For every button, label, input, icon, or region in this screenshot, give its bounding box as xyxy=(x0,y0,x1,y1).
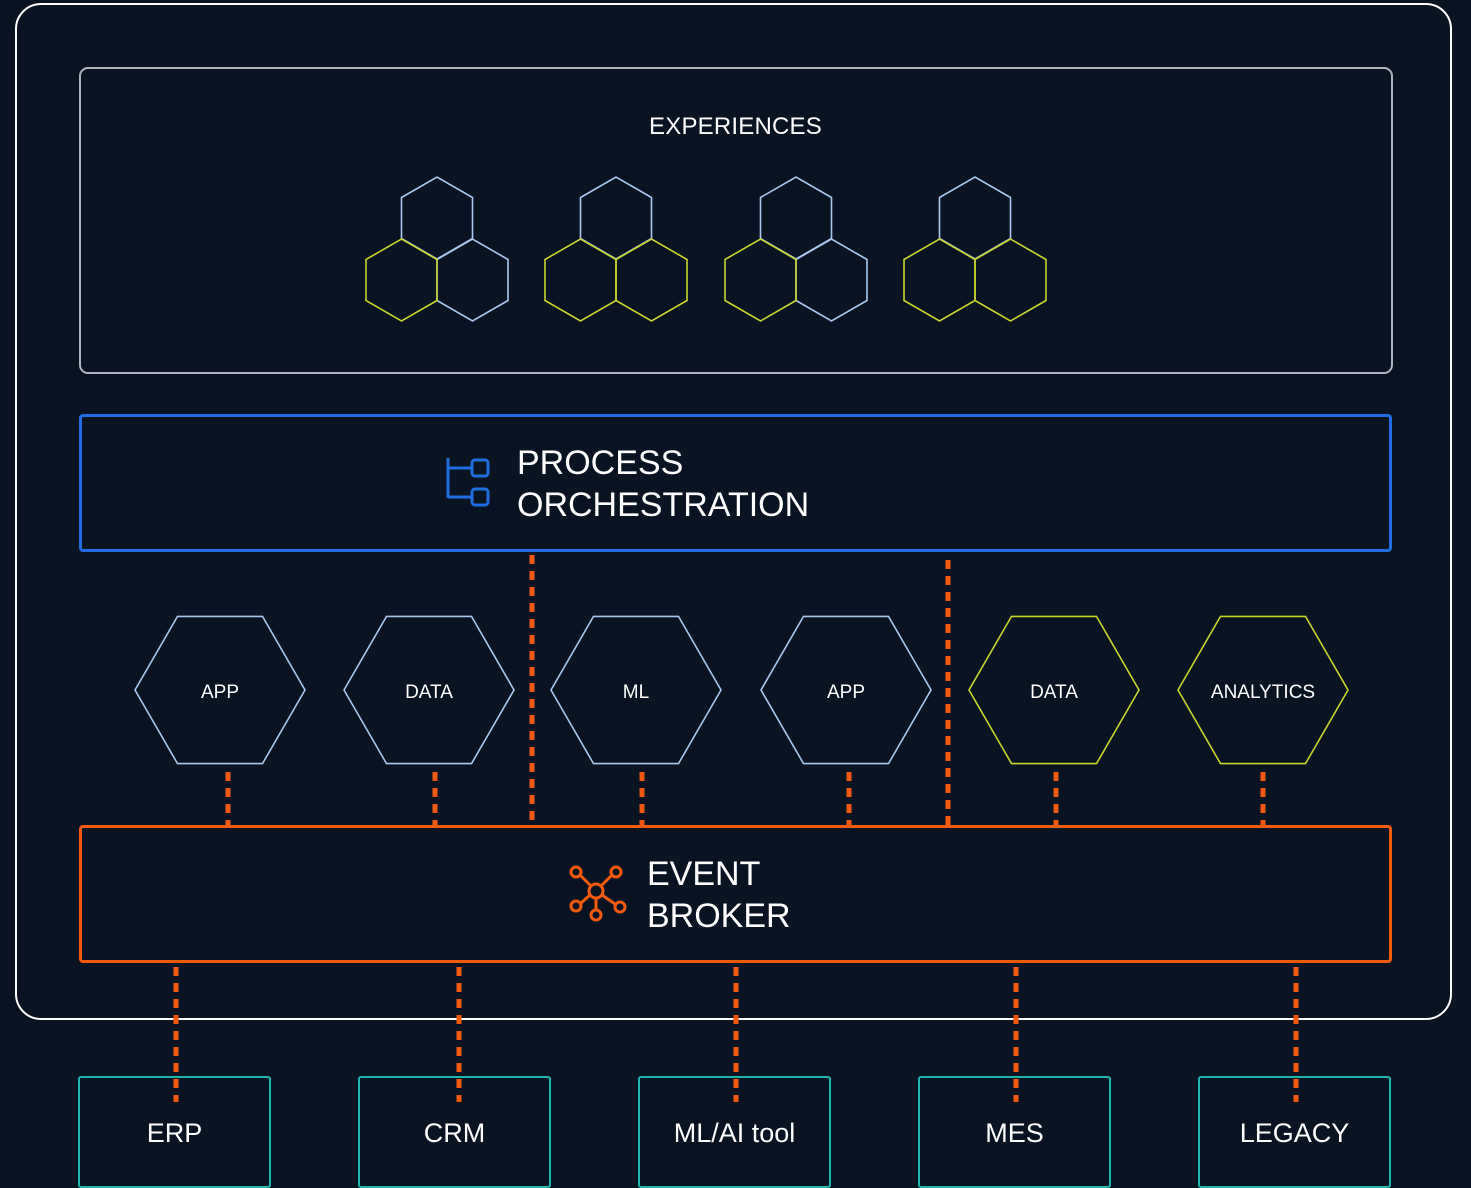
experience-hexagon xyxy=(436,238,509,322)
experience-hexagon xyxy=(938,176,1012,260)
system-box-mes: MES xyxy=(918,1076,1111,1188)
service-label: DATA xyxy=(1030,682,1078,703)
service-label: APP xyxy=(201,682,239,703)
service-hexagon-ml: ML xyxy=(550,615,722,765)
experience-cluster xyxy=(724,176,868,322)
service-hexagon-analytics: ANALYTICS xyxy=(1177,615,1349,765)
process-label-line2: ORCHESTRATION xyxy=(517,486,810,524)
process-orchestration-label: PROCESS ORCHESTRATION xyxy=(517,442,809,526)
system-label: MES xyxy=(985,1118,1044,1148)
event-broker-panel xyxy=(79,825,1392,963)
connectors xyxy=(173,555,1299,1102)
event-network-icon xyxy=(569,865,627,922)
process-label-line1: PROCESS xyxy=(517,444,684,482)
experience-hexagon xyxy=(544,238,617,322)
experience-hexagon xyxy=(579,176,653,260)
experiences-title: EXPERIENCES xyxy=(649,113,822,140)
broker-label-line2: BROKER xyxy=(647,897,791,935)
service-hexagons: APP DATA ML APP DATA ANALYTICS xyxy=(134,615,1349,765)
experience-hexagon xyxy=(400,176,474,260)
experience-hexagon xyxy=(903,238,976,322)
service-hexagon-outline xyxy=(1177,615,1349,765)
experience-cluster xyxy=(544,176,688,322)
experience-cluster xyxy=(903,176,1047,322)
system-label: CRM xyxy=(423,1118,486,1148)
service-hexagon-data: DATA xyxy=(968,615,1140,765)
experience-hexagon xyxy=(365,238,438,322)
system-box-ml-ai-tool: ML/AI tool xyxy=(638,1076,831,1188)
service-label: APP xyxy=(827,682,865,703)
system-label: ML/AI tool xyxy=(673,1118,796,1148)
experience-hexagon xyxy=(974,238,1047,322)
process-orchestration-panel xyxy=(79,414,1392,552)
service-label: DATA xyxy=(405,682,453,703)
system-label: LEGACY xyxy=(1239,1118,1350,1148)
service-hexagon-data: DATA xyxy=(343,615,515,765)
service-hexagon-outline xyxy=(134,615,306,765)
service-hexagon-outline xyxy=(968,615,1140,765)
system-label: ERP xyxy=(146,1118,203,1148)
experience-clusters xyxy=(365,176,1047,322)
experience-hexagon xyxy=(795,238,868,322)
experience-cluster xyxy=(365,176,509,322)
service-hexagon-outline xyxy=(343,615,515,765)
experience-hexagon xyxy=(759,176,833,260)
experiences-panel xyxy=(79,67,1393,374)
experience-hexagon xyxy=(615,238,688,322)
service-label: ML xyxy=(623,682,649,703)
experience-hexagon xyxy=(724,238,797,322)
system-box-legacy: LEGACY xyxy=(1198,1076,1391,1188)
broker-label-line1: EVENT xyxy=(647,855,761,893)
process-tree-icon xyxy=(446,458,490,507)
system-box-erp: ERP xyxy=(78,1076,271,1188)
event-broker-label: EVENT BROKER xyxy=(647,853,791,937)
service-hexagon-outline xyxy=(550,615,722,765)
service-hexagon-app: APP xyxy=(760,615,932,765)
service-hexagon-app: APP xyxy=(134,615,306,765)
system-box-crm: CRM xyxy=(358,1076,551,1188)
service-label: ANALYTICS xyxy=(1211,682,1315,703)
service-hexagon-outline xyxy=(760,615,932,765)
